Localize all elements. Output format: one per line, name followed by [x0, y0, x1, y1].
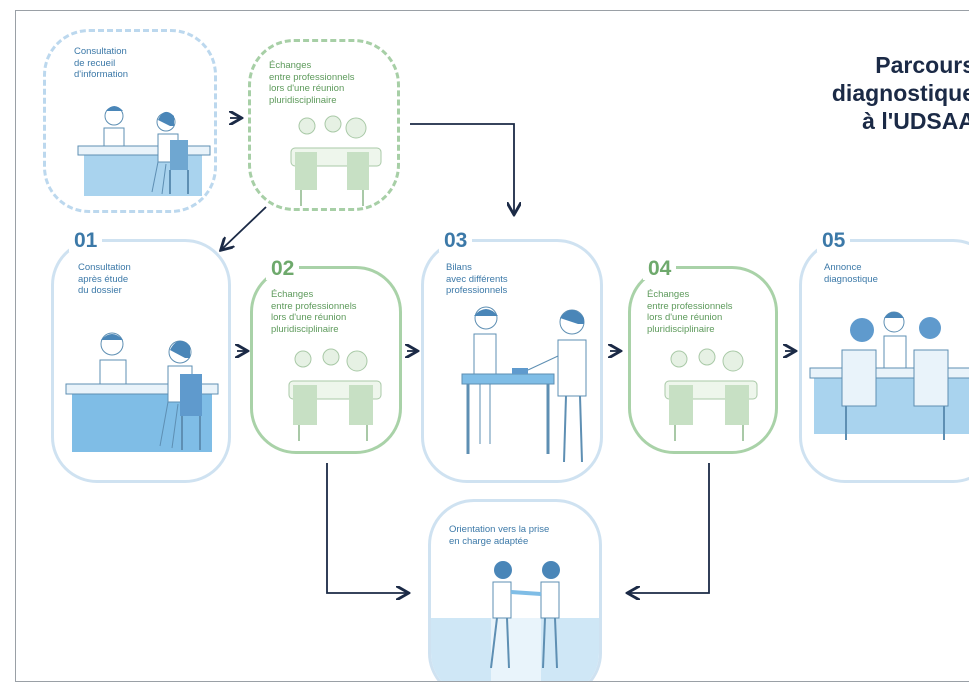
card-step-01: Consultation après étude du dossier — [51, 239, 231, 483]
arrow-echanges-to-01 — [222, 206, 267, 249]
card-label: Annonce diagnostique — [824, 262, 878, 285]
consultation-illustration — [65, 332, 219, 452]
meeting-illustration — [664, 348, 758, 441]
step-number-01: 01 — [69, 230, 103, 252]
card-step-04: Échanges entre professionnels lors d'une… — [628, 266, 778, 454]
diagram-frame: Parcours diagnostique à l'UDSAA Consulta… — [15, 10, 969, 682]
card-label: Consultation après étude du dossier — [78, 262, 131, 296]
announcement-illustration — [809, 311, 969, 440]
card-label: Échanges entre professionnels lors d'une… — [271, 289, 357, 335]
diagram-title: Parcours diagnostique à l'UDSAA — [831, 52, 969, 134]
arrow-echanges-to-03 — [410, 123, 514, 213]
card-orientation: Orientation vers la prise en charge adap… — [428, 499, 602, 681]
assessment-illustration — [461, 306, 587, 463]
handshake-illustration — [431, 561, 599, 681]
flow-arrows — [16, 11, 969, 682]
step-number-02: 02 — [266, 258, 300, 280]
meeting-illustration — [288, 348, 382, 441]
step-number-03: 03 — [439, 230, 473, 252]
step-number-05: 05 — [817, 230, 851, 252]
card-label: Bilans avec différents professionnels — [446, 262, 508, 296]
arrow-04-to-orientation — [629, 463, 710, 593]
card-consultation-recueil: Consultation de recueil d'information — [43, 29, 217, 213]
consultation-illustration — [77, 106, 211, 196]
arrow-02-to-orientation — [326, 463, 407, 593]
card-echanges-pre: Échanges entre professionnels lors d'une… — [248, 39, 400, 211]
meeting-illustration — [290, 115, 382, 206]
card-label: Consultation de recueil d'information — [74, 46, 129, 80]
card-label: Échanges entre professionnels lors d'une… — [647, 289, 733, 335]
card-label: Échanges entre professionnels lors d'une… — [269, 60, 355, 106]
card-label: Orientation vers la prise en charge adap… — [449, 524, 550, 547]
step-number-04: 04 — [643, 258, 677, 280]
card-step-03: Bilans avec différents professionnels — [421, 239, 603, 483]
card-step-02: Échanges entre professionnels lors d'une… — [250, 266, 402, 454]
card-step-05: Annonce diagnostique — [799, 239, 969, 483]
